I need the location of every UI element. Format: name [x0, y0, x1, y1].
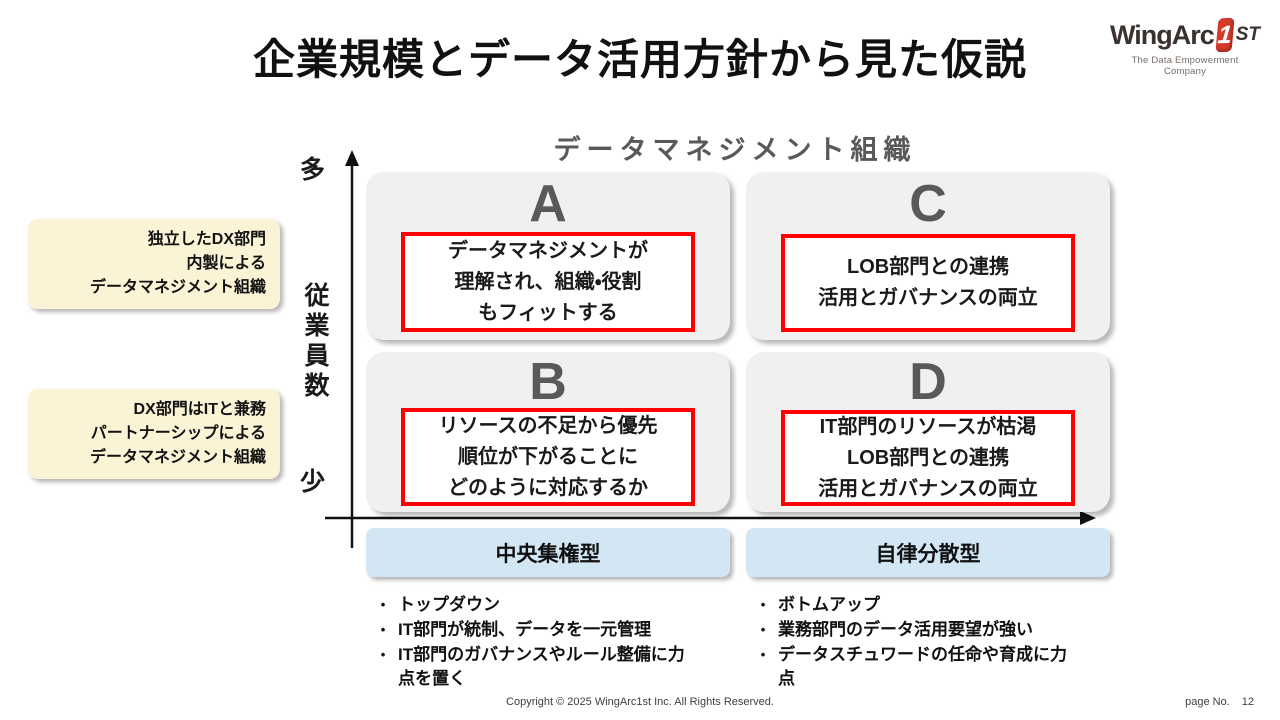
- logo-suffix-text: ST: [1235, 24, 1260, 45]
- list-item: • ボトムアップ: [748, 593, 1108, 617]
- wingarc-logo: WingArc 1 ST The Data Empowerment Compan…: [1110, 17, 1260, 77]
- y-axis-label: 従業員数: [301, 282, 329, 402]
- list-item: • IT部門のガバナンスやルール整備に力点を置く: [368, 643, 728, 691]
- category-centralized: 中央集権型: [366, 528, 730, 577]
- bullet-icon: •: [380, 597, 386, 612]
- quadrant-a-line: データマネジメントが: [448, 239, 648, 262]
- quadrant-a-letter: A: [529, 175, 567, 233]
- bullet-icon: •: [380, 647, 386, 662]
- list-item: • IT部門が統制、データを一元管理: [368, 618, 728, 642]
- quadrant-d-callout-box: IT部門のリソースが枯渇 LOB部門との連携 活用とガバナンスの両立: [781, 410, 1075, 506]
- quadrant-a-line: 理解され、組織・役割: [454, 270, 642, 293]
- decentralized-bullet-list: • ボトムアップ • 業務部門のデータ活用要望が強い • データスチュワードの任…: [748, 593, 1108, 691]
- footer-page-number: page No. 12: [1185, 696, 1254, 708]
- centralized-bullet-list: • トップダウン • IT部門が統制、データを一元管理 • IT部門のガバナンス…: [368, 593, 728, 691]
- bullet-icon: •: [380, 622, 386, 637]
- bullet-icon: •: [760, 622, 766, 637]
- logo-brand-text: WingArc: [1110, 19, 1215, 50]
- quadrant-a-callout-box: データマネジメントが 理解され、組織・役割 もフィットする: [401, 232, 695, 332]
- list-item: • トップダウン: [368, 593, 728, 617]
- quadrant-b-line: リソースの不足から優先: [438, 414, 658, 437]
- quadrant-d: D IT部門のリソースが枯渇 LOB部門との連携 活用とガバナンスの両立: [746, 352, 1110, 512]
- quadrant-a-line: もフィットする: [478, 301, 618, 324]
- quadrant-d-line: IT部門のリソースが枯渇: [819, 415, 1037, 438]
- quadrant-c-letter: C: [909, 175, 947, 233]
- quadrant-b-line: どのように対応するか: [448, 476, 648, 499]
- callout-dx-shared: DX部門はITと兼務 パートナーシップによる データマネジメント組織: [28, 389, 280, 479]
- y-axis-arrowhead-icon: [345, 150, 359, 166]
- logo-one-badge-icon: 1: [1215, 17, 1235, 53]
- quadrant-b-letter: B: [529, 353, 567, 411]
- y-axis-bottom-label: 少: [300, 468, 326, 496]
- bullet-icon: •: [760, 647, 766, 662]
- y-axis-top-label: 多: [300, 156, 326, 184]
- logo-wordmark: WingArc 1 ST: [1110, 17, 1260, 53]
- quadrant-c: C LOB部門との連携 活用とガバナンスの両立: [746, 172, 1110, 340]
- matrix-title: データマネジメント組織: [553, 135, 917, 165]
- quadrant-d-line: LOB部門との連携: [846, 446, 1010, 469]
- quadrant-b-line: 順位が下がることに: [458, 445, 638, 468]
- page-number-value: 12: [1241, 696, 1254, 708]
- logo-tagline: The Data Empowerment Company: [1131, 55, 1239, 77]
- callout-dx-independent: 独立したDX部門 内製による データマネジメント組織: [28, 219, 280, 309]
- category-decentralized: 自律分散型: [746, 528, 1110, 577]
- list-item: • データスチュワードの任命や育成に力点: [748, 643, 1108, 691]
- quadrant-c-line: 活用とガバナンスの両立: [818, 287, 1038, 309]
- page-title: 企業規模とデータ活用方針から見た仮説: [252, 36, 1027, 83]
- bullet-icon: •: [760, 597, 766, 612]
- quadrant-c-callout-box: LOB部門との連携 活用とガバナンスの両立: [781, 234, 1075, 332]
- quadrant-b: B リソースの不足から優先 順位が下がることに どのように対応するか: [366, 352, 730, 512]
- quadrant-c-line: LOB部門との連携: [846, 256, 1010, 278]
- quadrant-b-callout-box: リソースの不足から優先 順位が下がることに どのように対応するか: [401, 408, 695, 506]
- quadrant-d-letter: D: [909, 353, 947, 411]
- list-item: • 業務部門のデータ活用要望が強い: [748, 618, 1108, 642]
- footer-copyright: Copyright © 2025 WingArc1st Inc. All Rig…: [506, 696, 774, 708]
- x-axis-arrowhead-icon: [1080, 511, 1096, 525]
- page-number-label: page No.: [1185, 696, 1230, 708]
- quadrant-a: A データマネジメントが 理解され、組織・役割 もフィットする: [366, 172, 730, 340]
- quadrant-d-line: 活用とガバナンスの両立: [818, 477, 1038, 500]
